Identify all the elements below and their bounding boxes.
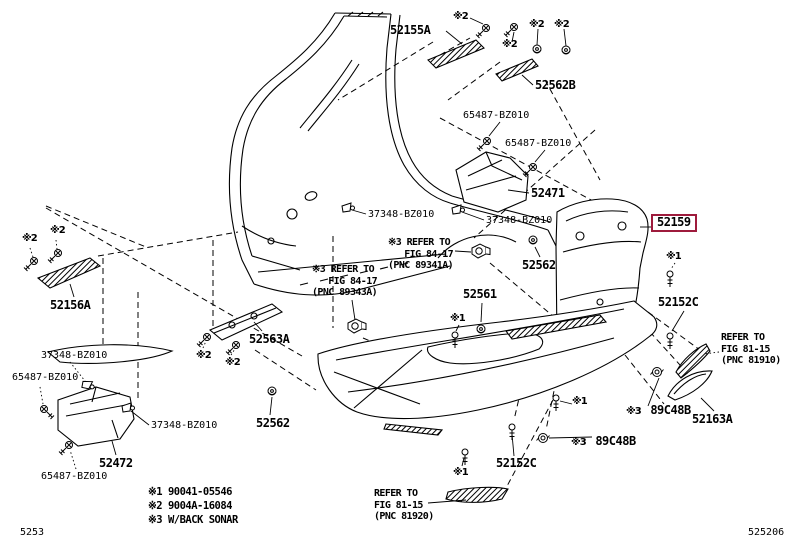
figure-code-left: 5253 (20, 527, 45, 538)
part-label-52159-highlighted[interactable]: 52159 (651, 214, 697, 232)
part-label-52163A[interactable]: 52163A (692, 412, 733, 426)
ref-mark-2: ※2 (453, 11, 469, 22)
ref-mark-1: ※1 (450, 313, 466, 324)
ref-mark-2: ※2 (50, 225, 66, 236)
part-label-89C48B-bottom[interactable]: ※3 89C48B (571, 434, 636, 448)
ref-mark-2: ※2 (196, 350, 212, 361)
part-label-52472[interactable]: 52472 (99, 456, 133, 470)
ref-mark-1: ※1 (453, 467, 469, 478)
part-label-52152C-right[interactable]: 52152C (658, 295, 699, 309)
ref-mark-2: ※2 (225, 357, 241, 368)
part-label-52561[interactable]: 52561 (463, 287, 497, 301)
part-label-52562-right[interactable]: 52562 (522, 258, 556, 272)
ref-mark-3: ※3 (626, 406, 642, 417)
ref-mark-2: ※2 (22, 233, 38, 244)
part-label-52155A[interactable]: 52155A (390, 23, 431, 37)
part-label-52563A[interactable]: 52563A (249, 332, 290, 346)
ref-mark-2: ※2 (502, 39, 518, 50)
ref-note-fig81-15-81920: REFER TO FIG 81-15 (PNC 81920) (374, 488, 434, 522)
part-label-37348-BZ010-2[interactable]: 37348-BZ010 (486, 215, 553, 226)
legend-note-3: ※3 W/BACK SONAR (148, 514, 238, 526)
part-label-37348-BZ010-1[interactable]: 37348-BZ010 (368, 209, 435, 220)
ref-mark-3: ※3 (571, 437, 587, 448)
legend-note-1: ※1 90041-05546 (148, 486, 232, 498)
part-label-52156A[interactable]: 52156A (50, 298, 91, 312)
ref-mark-2: ※2 (554, 19, 570, 30)
part-label-89C48B-right[interactable]: ※3 89C48B (626, 403, 691, 417)
legend-note-2: ※2 9004A-16084 (148, 500, 232, 512)
ref-note-fig81-15-81910: REFER TO FIG 81-15 (PNC 81910) (721, 332, 781, 366)
ref-note-fig84-17-89343A: ※3 REFER TO FIG 84-17 (PNC 89343A) (312, 264, 378, 298)
part-label-65487-BZ010-3[interactable]: 65487-BZ010 (12, 372, 79, 383)
part-label-65487-BZ010-1[interactable]: 65487-BZ010 (463, 110, 530, 121)
part-label-65487-BZ010-4[interactable]: 65487-BZ010 (41, 471, 108, 482)
part-label-37348-BZ010-3[interactable]: 37348-BZ010 (41, 350, 108, 361)
part-label-65487-BZ010-2[interactable]: 65487-BZ010 (505, 138, 572, 149)
part-label-52152C-bottom[interactable]: 52152C (496, 456, 537, 470)
ref-mark-1: ※1 (666, 251, 682, 262)
part-label-52471[interactable]: 52471 (531, 186, 565, 200)
part-label-52562B[interactable]: 52562B (535, 78, 576, 92)
ref-note-fig84-17-89341A: ※3 REFER TO FIG 84-17 (PNC 89341A) (388, 237, 454, 271)
part-label-52562-left[interactable]: 52562 (256, 416, 290, 430)
ref-mark-1: ※1 (572, 396, 588, 407)
part-label-37348-BZ010-4[interactable]: 37348-BZ010 (151, 420, 218, 431)
ref-mark-2: ※2 (529, 19, 545, 30)
figure-code-right: 525206 (748, 527, 785, 538)
